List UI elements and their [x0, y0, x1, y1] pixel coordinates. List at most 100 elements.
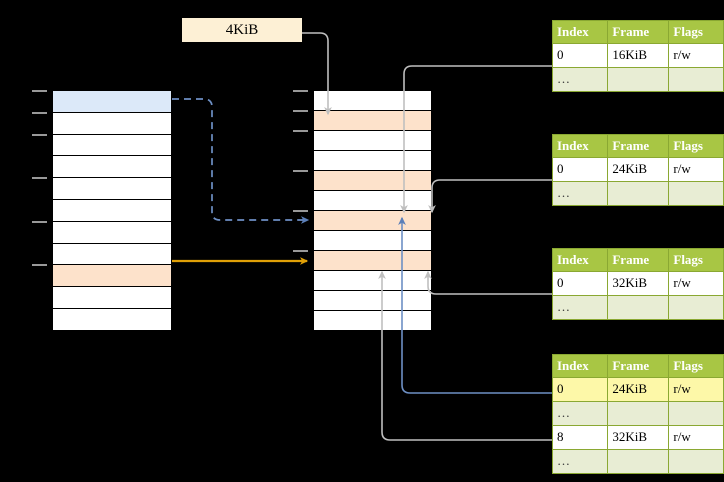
table-cell-flags: [668, 180, 724, 206]
table-cell-frame: [607, 400, 670, 426]
table-cell-frame: [607, 180, 670, 206]
virtual-address-space-column: [32, 90, 172, 331]
table-row[interactable]: …: [551, 66, 724, 92]
table-cell-index: 0: [551, 376, 609, 402]
physical-frame-cell: [313, 290, 432, 311]
physical-frame-tick: [293, 210, 308, 212]
size-label-text: 4KiB: [225, 21, 259, 38]
table-cell-flags: [668, 66, 724, 92]
table-cell-flags: [668, 294, 724, 320]
physical-frame-tick: [293, 170, 308, 172]
table-row[interactable]: …: [551, 448, 724, 474]
column-header-frame: Frame: [607, 354, 670, 378]
column-header-flags: Flags: [668, 134, 724, 158]
table-cell-frame: 24KiB: [607, 156, 670, 182]
table-cell-frame: 32KiB: [607, 424, 670, 450]
physical-frame-tick: [293, 250, 308, 252]
table-row[interactable]: …: [551, 180, 724, 206]
table-cell-frame: [607, 448, 670, 474]
table-row[interactable]: …: [551, 400, 724, 426]
wire-table3-to-frame: [424, 270, 552, 295]
table-cell-index: …: [551, 400, 609, 426]
physical-frame-cell: [313, 150, 432, 171]
column-header-frame: Frame: [607, 134, 670, 158]
table-cell-flags: r/w: [668, 270, 724, 296]
virtual-page-tick: [32, 177, 47, 180]
table-cell-index: …: [551, 180, 609, 206]
table-cell-flags: [668, 400, 724, 426]
wire-table2-to-frame: [428, 179, 552, 214]
table-cell-flags: r/w: [668, 424, 724, 450]
virtual-page-cell: [52, 90, 172, 113]
table-cell-frame: 16KiB: [607, 42, 670, 68]
table-cell-index: 0: [551, 42, 609, 68]
table-row[interactable]: …: [551, 294, 724, 320]
virtual-page-cell: [52, 220, 172, 244]
table-cell-index: 0: [551, 156, 609, 182]
table-cell-index: …: [551, 294, 609, 320]
virtual-page-cell: [52, 133, 172, 157]
table-cell-index: 8: [551, 424, 609, 450]
table-cell-index: 0: [551, 270, 609, 296]
physical-frame-cell: [313, 170, 432, 191]
table-cell-flags: r/w: [668, 376, 724, 402]
physical-frame-tick: [293, 110, 308, 112]
physical-frame-cell: [313, 310, 432, 331]
virtual-page-tick: [32, 133, 47, 136]
virtual-page-cell: [52, 308, 172, 331]
virtual-page-cell: [52, 286, 172, 309]
physical-frame-tick: [293, 130, 308, 132]
virtual-page-tick: [32, 90, 47, 92]
table-cell-frame: 24KiB: [607, 376, 670, 402]
virtual-page-cell: [52, 177, 172, 200]
physical-frame-cell: [313, 130, 432, 151]
physical-frame-cell: [313, 110, 432, 131]
physical-frame-cell: [313, 90, 432, 111]
wire-blue-translation: [172, 98, 310, 224]
virtual-page-cell: [52, 199, 172, 222]
column-header-index: Index: [551, 354, 609, 378]
virtual-page-cell: [52, 242, 172, 266]
size-label: 4KiB: [182, 18, 302, 42]
physical-frame-cell: [313, 270, 432, 291]
virtual-page-cell: [52, 264, 172, 288]
table-cell-frame: [607, 66, 670, 92]
column-header-flags: Flags: [668, 20, 724, 44]
physical-frame-cell: [313, 210, 432, 231]
table-cell-flags: r/w: [668, 156, 724, 182]
table-cell-frame: 32KiB: [607, 270, 670, 296]
virtual-page-cell: [52, 155, 172, 179]
physical-frame-cell: [313, 250, 432, 271]
column-header-frame: Frame: [607, 20, 670, 44]
column-header-frame: Frame: [607, 248, 670, 272]
table-cell-flags: r/w: [668, 42, 724, 68]
virtual-page-tick: [32, 111, 47, 114]
column-header-flags: Flags: [668, 248, 724, 272]
virtual-page-cell: [52, 111, 172, 135]
physical-frame-cell: [313, 190, 432, 211]
physical-frame-cell: [313, 230, 432, 251]
virtual-page-tick: [32, 220, 47, 223]
table-cell-index: …: [551, 448, 609, 474]
table-cell-frame: [607, 294, 670, 320]
physical-frame-tick: [293, 90, 308, 92]
column-header-index: Index: [551, 248, 609, 272]
column-header-flags: Flags: [668, 354, 724, 378]
physical-memory-column: [293, 90, 432, 331]
column-header-index: Index: [551, 134, 609, 158]
table-cell-index: …: [551, 66, 609, 92]
column-header-index: Index: [551, 20, 609, 44]
